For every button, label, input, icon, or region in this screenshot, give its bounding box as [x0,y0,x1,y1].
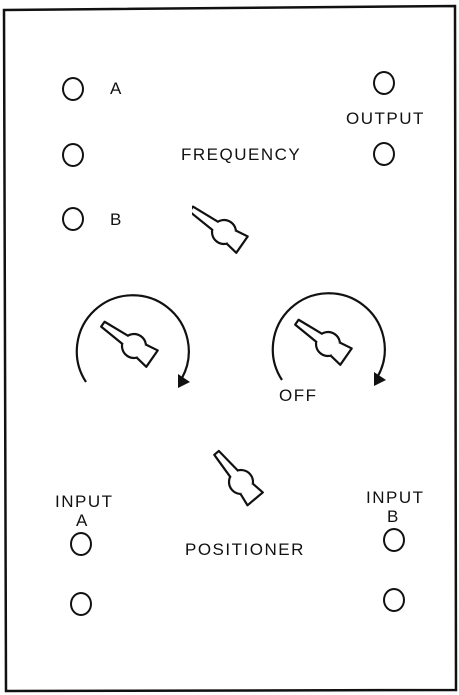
frequency-knob[interactable] [192,190,272,270]
positioner-knob[interactable] [195,438,285,518]
jack-output-1[interactable] [373,71,395,95]
jack-b[interactable] [62,207,84,231]
left-rotary-knob[interactable] [74,290,204,400]
jack-output-2[interactable] [373,142,395,166]
label-input-a-line2: A [76,511,89,530]
label-output: OUTPUT [346,109,425,128]
label-b: B [110,210,123,229]
jack-input-b-1[interactable] [383,528,405,552]
right-rotary-knob[interactable] [270,288,400,398]
left-arrow-icon [178,374,190,388]
right-arrow-icon [374,372,386,386]
jack-a[interactable] [62,77,84,101]
label-input-b-line2: B [387,507,400,526]
label-off: OFF [279,386,318,405]
label-frequency: FREQUENCY [181,145,302,164]
label-input-b-line1: INPUT [366,488,425,507]
jack-input-a-1[interactable] [70,532,92,556]
label-input-a-line1: INPUT [55,492,114,511]
label-positioner: POSITIONER [185,540,305,559]
jack-middle-left[interactable] [62,143,84,167]
jack-input-a-2[interactable] [70,592,92,616]
jack-input-b-2[interactable] [383,588,405,612]
label-a: A [110,79,123,98]
